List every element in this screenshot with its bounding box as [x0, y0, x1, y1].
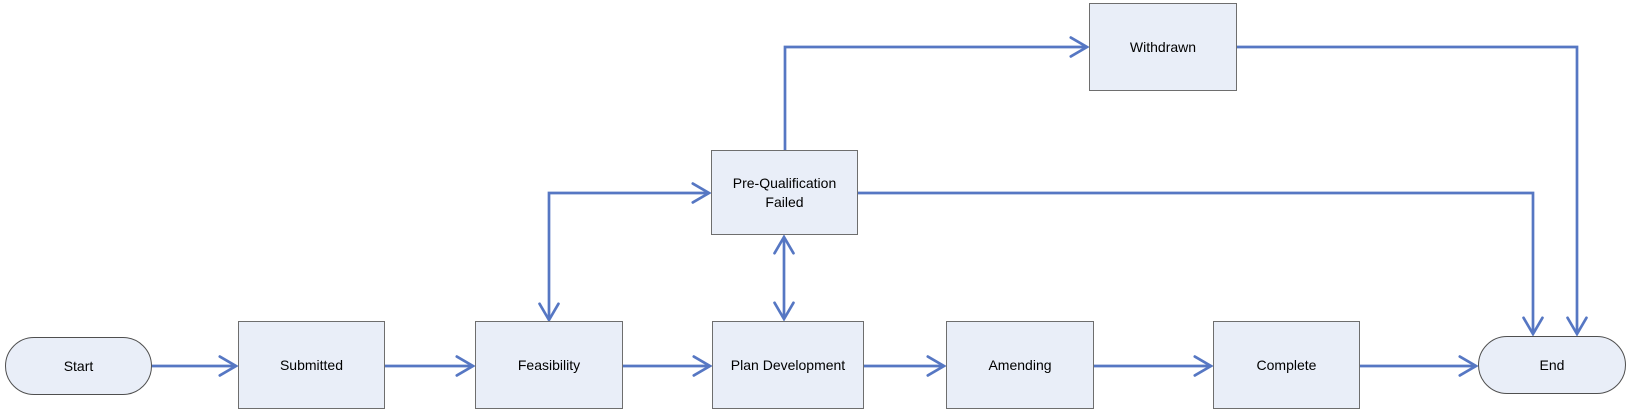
node-amending: Amending: [946, 321, 1094, 409]
node-feasibility: Feasibility: [475, 321, 623, 409]
node-plan-development: Plan Development: [712, 321, 864, 409]
node-pre-qualification-failed-label: Pre-Qualification Failed: [732, 175, 837, 210]
node-start: Start: [5, 337, 152, 395]
node-submitted-label: Submitted: [279, 356, 344, 373]
feasibility-pre-qualification-failed-bidirectional-connector: [538, 182, 712, 323]
node-pre-qualification-failed: Pre-Qualification Failed: [711, 150, 858, 235]
node-withdrawn-label: Withdrawn: [1129, 38, 1197, 55]
node-end-label: End: [1539, 356, 1565, 373]
pre-qualification-failed-to-withdrawn-connector: [783, 36, 1090, 150]
node-amending-label: Amending: [988, 356, 1052, 373]
pre-qualification-failed-to-end-connector: [858, 191, 1544, 337]
node-feasibility-label: Feasibility: [517, 356, 581, 373]
node-plan-development-label: Plan Development: [730, 356, 846, 373]
node-complete: Complete: [1213, 321, 1360, 409]
node-start-label: Start: [63, 357, 94, 374]
withdrawn-to-end-connector: [1237, 45, 1588, 337]
node-submitted: Submitted: [238, 321, 385, 409]
node-withdrawn: Withdrawn: [1089, 3, 1237, 91]
node-end: End: [1478, 336, 1626, 394]
node-complete-label: Complete: [1256, 356, 1317, 373]
